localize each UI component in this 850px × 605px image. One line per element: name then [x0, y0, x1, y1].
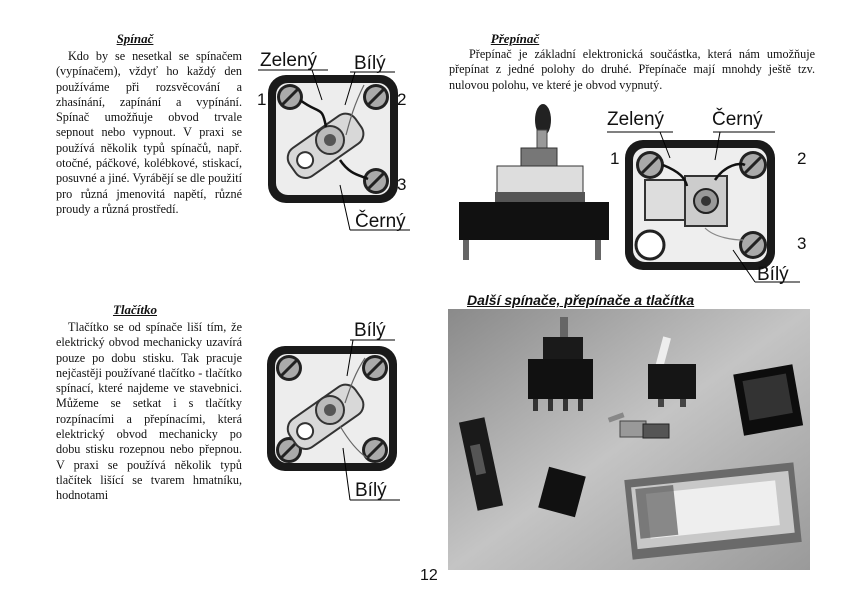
- button-paragraph: Tlačítko se od spínače liší tím, že elek…: [56, 320, 242, 503]
- switch-label-black: Černý: [355, 211, 406, 232]
- component-slide-switch: [458, 417, 504, 511]
- button-heading: Tlačítko: [112, 302, 158, 317]
- button-label-white-top: Bílý: [354, 320, 386, 341]
- component-large-push-button: [624, 462, 802, 560]
- switch-terminal-2: 2: [397, 90, 407, 109]
- button-wiring-diagram: [267, 339, 400, 501]
- toggle-terminal-2: 2: [797, 149, 807, 168]
- toggle-heading: Přepínač: [490, 31, 540, 46]
- toggle-label-white: Bílý: [757, 264, 789, 285]
- toggle-paragraph: Přepínač je základní elektronická součás…: [449, 47, 815, 92]
- switch-label-white: Bílý: [354, 53, 386, 74]
- switch-heading: Spínač: [116, 31, 154, 46]
- toggle-terminal-1: 1: [610, 149, 620, 168]
- switch-paragraph: Kdo by se nesetkal se spínačem (vypínače…: [56, 49, 242, 216]
- component-rocker-switch: [528, 317, 593, 411]
- toggle-switch-illustration: [459, 104, 609, 260]
- toggle-label-black: Černý: [712, 109, 763, 130]
- switch-body: [268, 75, 398, 203]
- photo-section-title: Další spínače, přepínače a tlačítka: [467, 292, 695, 308]
- component-small-push: [538, 466, 586, 518]
- components-photo: [448, 309, 810, 570]
- toggle-terminal-3: 3: [797, 234, 807, 253]
- component-mini-toggle: [607, 412, 670, 439]
- toggle-wiring-diagram: [607, 131, 800, 283]
- toggle-label-green: Zelený: [607, 109, 665, 130]
- page-number: 12: [420, 567, 438, 584]
- switch-wiring-diagram: [258, 69, 410, 231]
- component-lever-switch: [648, 336, 696, 407]
- button-label-white-bottom: Bílý: [355, 480, 387, 501]
- switch-label-green: Zelený: [260, 50, 318, 71]
- component-box-switch: [733, 364, 804, 436]
- switch-terminal-3: 3: [397, 175, 407, 194]
- switch-terminal-1: 1: [257, 90, 267, 109]
